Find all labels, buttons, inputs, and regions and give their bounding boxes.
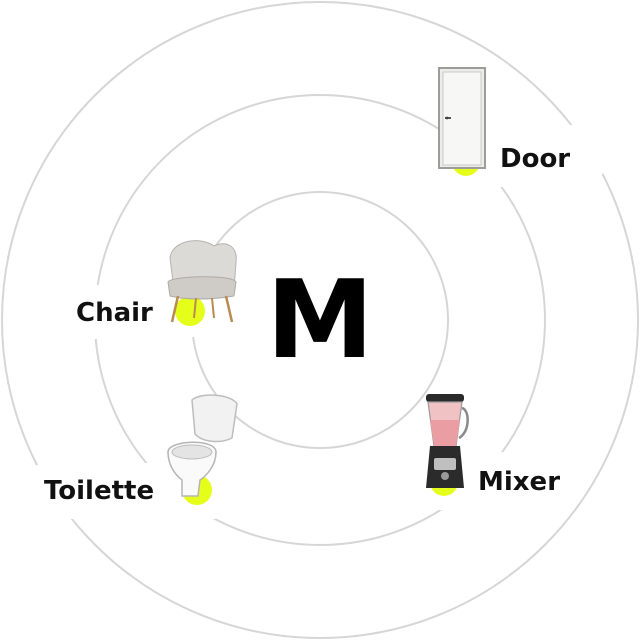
toilette-label: Toilette xyxy=(44,476,154,506)
item-door: Door xyxy=(428,67,608,187)
chair-label-bg xyxy=(50,285,210,339)
item-chair: Chair xyxy=(50,240,237,339)
mixer-label: Mixer xyxy=(478,467,560,497)
blender-icon xyxy=(426,394,469,488)
chair-label: Chair xyxy=(76,298,153,328)
center-letter: M xyxy=(266,258,373,383)
item-toilette: Toilette xyxy=(20,394,240,519)
door-label: Door xyxy=(500,144,570,174)
chair-marker xyxy=(175,296,205,326)
chair-icon xyxy=(167,240,237,323)
toilet-icon xyxy=(167,394,238,497)
item-mixer: Mixer xyxy=(400,394,588,510)
door-icon xyxy=(438,67,486,169)
